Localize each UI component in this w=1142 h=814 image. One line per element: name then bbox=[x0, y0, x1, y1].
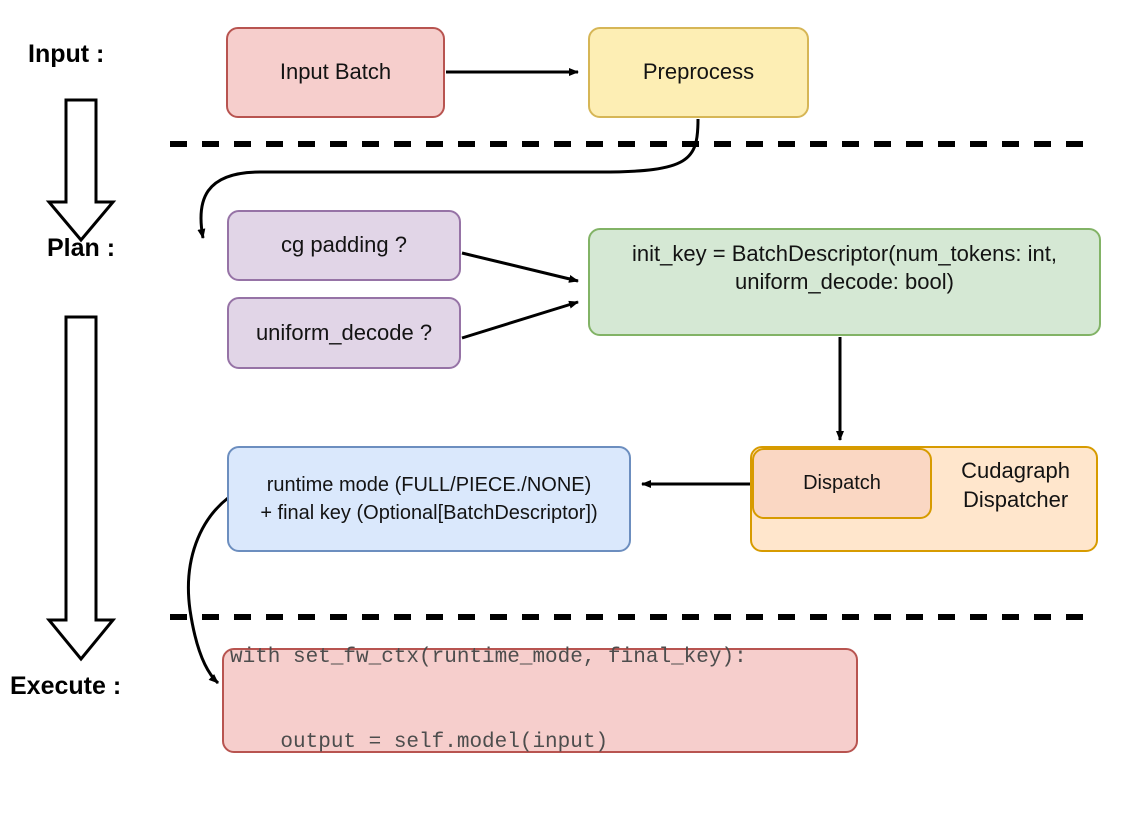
node-dispatch[interactable]: Dispatch bbox=[752, 448, 932, 519]
connector-cg-padding-to-init-key bbox=[461, 251, 579, 283]
node-init-key[interactable]: init_key = BatchDescriptor(num_tokens: i… bbox=[588, 228, 1101, 336]
node-code-block[interactable]: with set_fw_ctx(runtime_mode, final_key)… bbox=[222, 646, 858, 754]
node-input-batch[interactable]: Input Batch bbox=[226, 27, 445, 118]
node-init-key-line1: init_key = BatchDescriptor(num_tokens: i… bbox=[632, 241, 1057, 266]
diagram-canvas: Input : Plan : Execute : Input Batch Pre… bbox=[10, 27, 1101, 754]
node-runtime-mode-line1: runtime mode (FULL/PIECE./NONE) bbox=[266, 474, 592, 496]
node-runtime-mode[interactable]: runtime mode (FULL/PIECE./NONE) + final … bbox=[227, 446, 631, 552]
stage-label-plan: Plan : bbox=[47, 234, 116, 262]
plan-to-execute-arrow bbox=[45, 315, 117, 662]
node-preprocess[interactable]: Preprocess bbox=[588, 27, 809, 118]
node-cudagraph-dispatcher-line2: Dispatcher bbox=[962, 486, 1069, 512]
input-to-plan-arrow bbox=[45, 98, 117, 243]
stage-label-input: Input : bbox=[28, 40, 105, 68]
code-line-1: with set_fw_ctx(runtime_mode, final_key)… bbox=[230, 645, 747, 669]
node-runtime-mode-line2: + final key (Optional[BatchDescriptor]) bbox=[260, 502, 598, 524]
stage-label-execute: Execute : bbox=[10, 672, 122, 700]
node-uniform-decode[interactable]: uniform_decode ? bbox=[227, 297, 461, 369]
node-init-key-line2: uniform_decode: bool) bbox=[735, 269, 954, 295]
code-line-2: output = self.model(input) bbox=[230, 730, 609, 754]
connector-uniform-decode-to-init-key bbox=[461, 300, 579, 340]
node-cg-padding[interactable]: cg padding ? bbox=[227, 210, 461, 281]
node-cudagraph-dispatcher-line1: Cudagraph bbox=[961, 458, 1070, 483]
